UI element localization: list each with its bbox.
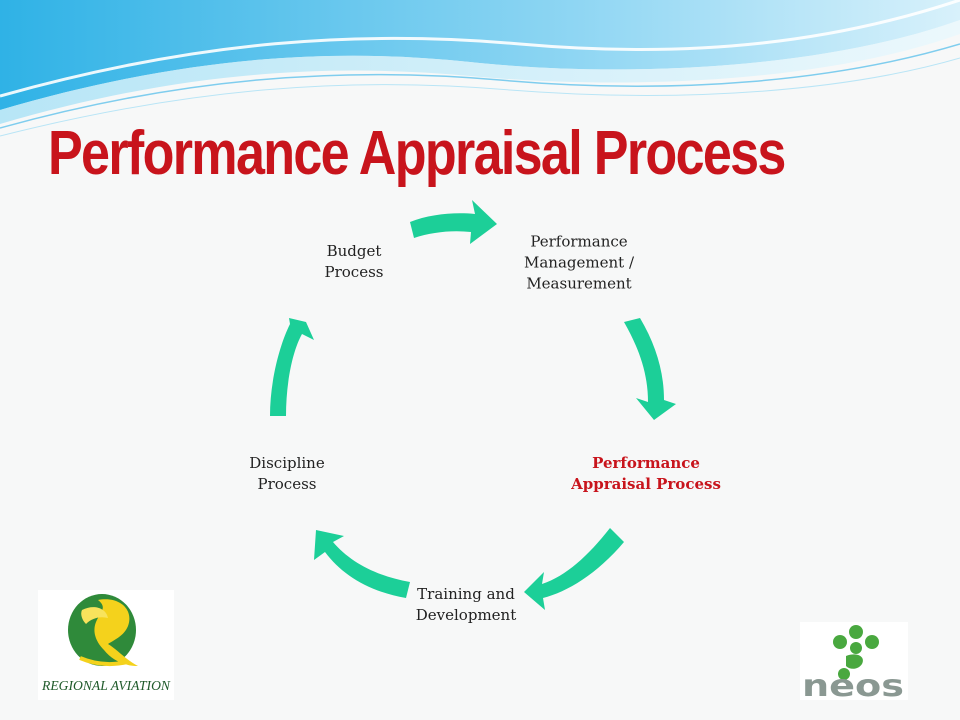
cycle-arrow-training-to-discipline	[314, 530, 410, 598]
cycle-node-budget: Budget Process	[324, 242, 384, 281]
cycle-node-performance-management: Performance Management / Measurement	[524, 232, 634, 293]
cycle-arrow-management-to-appraisal	[624, 318, 676, 420]
slide-title: Performance Appraisal Process	[48, 119, 786, 188]
header-wave-banner	[0, 0, 960, 137]
cycle-node-discipline: Discipline Process	[249, 454, 325, 493]
neos-logo: neos	[800, 622, 908, 704]
cycle-node-training-development: Training and Development	[415, 585, 517, 624]
cycle-arrow-budget-to-management	[410, 200, 497, 244]
cycle-arrow-discipline-to-budget	[270, 318, 314, 416]
svg-text:neos: neos	[802, 669, 904, 700]
cycle-node-performance-appraisal: Performance Appraisal Process	[571, 454, 721, 493]
regional-aviation-logo: REGIONAL AVIATION	[38, 590, 174, 700]
svg-text:REGIONAL AVIATION: REGIONAL AVIATION	[41, 679, 171, 694]
cycle-arrow-appraisal-to-training	[524, 528, 624, 610]
